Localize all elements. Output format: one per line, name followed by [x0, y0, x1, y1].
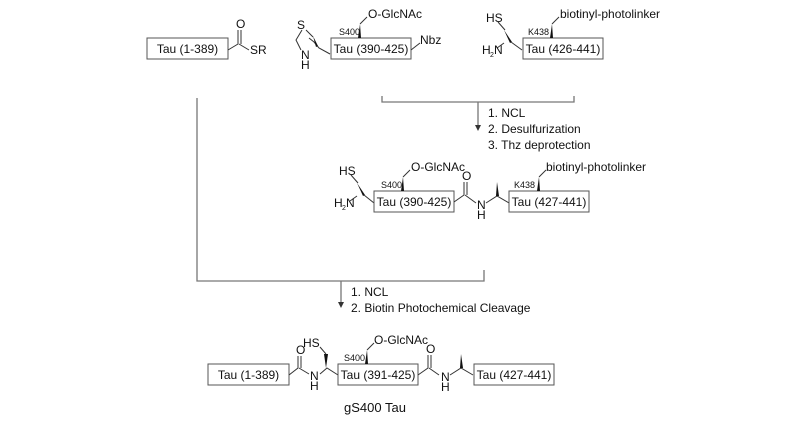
prod-tau-427-441-label: Tau (427-441) — [477, 368, 552, 382]
prod-tau-427-441-box — [473, 363, 555, 386]
int-k438-wedge — [537, 177, 540, 191]
int-amide-n: N — [477, 198, 486, 212]
prod-thiol-hs: HS — [303, 336, 320, 350]
prod-amide1-n: N — [310, 369, 319, 383]
k438-site-label: K438 — [528, 27, 549, 37]
step2-condition-2: 2. Biotin Photochemical Cleavage — [351, 301, 531, 315]
thz-stereo-wedge — [313, 36, 318, 47]
int-ala-backbone — [485, 195, 510, 204]
int-amine-n: N — [346, 196, 355, 210]
int-amide-o: O — [462, 169, 471, 183]
prod-o-glcnac-label: O-GlcNAc — [374, 333, 428, 347]
biotinyl-photolinker-label: biotinyl-photolinker — [560, 7, 660, 21]
o-glcnac-label: O-GlcNAc — [368, 7, 422, 21]
reactant-tau-390-425: S N H Tau (390-425) S400 O-GlcNAc Nbz — [295, 7, 441, 72]
int-o-glcnac-label: O-GlcNAc — [411, 160, 465, 174]
thiol-hs-label: HS — [486, 11, 503, 25]
thz-nitrogen: N — [301, 48, 310, 62]
thiol-bond — [497, 21, 506, 31]
product-gs400-tau: Tau (1-389) O N H HS Tau (391-425) S400 … — [207, 333, 555, 394]
thz-hydrogen: H — [301, 58, 310, 72]
s400-wedge — [358, 24, 361, 38]
int-cys-backbone — [349, 194, 375, 204]
biotinyl-bond — [551, 16, 560, 25]
int-amide-bonds — [453, 182, 477, 204]
thioester-bonds — [227, 30, 250, 51]
tau-426-441-label: Tau (426-441) — [526, 42, 601, 56]
int-tau-427-441-box — [508, 190, 590, 213]
cys-backbone-bonds — [496, 41, 523, 51]
prod-cys-wedge — [324, 354, 328, 368]
tau-1-389-box — [146, 37, 229, 60]
prod-thiol-bond — [319, 346, 327, 355]
nbz-label: Nbz — [420, 33, 441, 47]
intermediate-peptide: HS H 2 N Tau (390-425) S400 O-GlcNAc O N… — [334, 160, 646, 222]
thioester-sr-label: SR — [250, 43, 267, 57]
int-s400-wedge — [401, 177, 404, 191]
prod-tau-1-389-label: Tau (1-389) — [218, 368, 279, 382]
prod-glcnac-bond — [366, 342, 375, 351]
glcnac-bond — [359, 16, 368, 25]
prod-amide1-h: H — [310, 379, 319, 393]
int-glcnac-bond — [402, 169, 411, 178]
prod-amide2-bonds — [417, 355, 440, 376]
step2-arrow-head-icon — [338, 302, 344, 308]
step2-condition-1: 1. NCL — [351, 285, 389, 299]
carbonyl-oxygen: O — [236, 17, 245, 31]
amine-subscript: 2 — [490, 52, 494, 59]
prod-amide1-o: O — [296, 343, 305, 357]
int-thiol-hs: HS — [339, 164, 356, 178]
prod-ala-backbone — [449, 367, 474, 376]
prod-cys-backbone — [319, 367, 339, 376]
prod-tau-391-425-label: Tau (391-425) — [341, 368, 416, 382]
int-ala-wedge — [496, 182, 499, 196]
thz-sulfur: S — [297, 18, 305, 32]
int-biotinyl-photolinker-label: biotinyl-photolinker — [546, 160, 646, 174]
prod-amide2-h: H — [441, 380, 450, 394]
step1-bracket[interactable] — [381, 96, 575, 103]
int-biotinyl-bond — [538, 169, 547, 178]
amine-n: N — [494, 43, 503, 57]
int-amine-h: H — [334, 196, 343, 210]
int-amine-sub: 2 — [342, 205, 346, 212]
product-name: gS400 Tau — [344, 400, 406, 415]
step1-arrow-head-icon — [475, 125, 481, 131]
prod-amide2-o: O — [426, 342, 435, 356]
tau-1-389-label: Tau (1-389) — [157, 42, 218, 56]
tau-390-425-box — [330, 37, 412, 60]
step2-bracket[interactable] — [196, 98, 485, 282]
step1-condition-2: 2. Desulfurization — [488, 122, 581, 136]
int-thiol-bond — [350, 174, 359, 184]
int-cys-wedge — [357, 183, 365, 196]
step1-condition-3: 3. Thz deprotection — [488, 138, 591, 152]
step1-condition-1: 1. NCL — [488, 106, 526, 120]
int-tau-427-441-label: Tau (427-441) — [512, 195, 587, 209]
prod-s400-wedge — [365, 350, 368, 364]
cys-wedge — [504, 30, 512, 43]
amine-h: H — [482, 43, 491, 57]
reactant-tau-1-389: Tau (1-389) O SR — [146, 17, 267, 60]
s400-site-label: S400 — [339, 27, 360, 37]
int-s400-label: S400 — [381, 180, 402, 190]
int-tau-390-425-label: Tau (390-425) — [377, 195, 452, 209]
nbz-bond — [410, 42, 421, 51]
int-k438-label: K438 — [514, 180, 535, 190]
prod-ala-wedge — [460, 354, 463, 368]
reactant-tau-426-441: HS H 2 N Tau (426-441) K438 biotinyl-pho… — [482, 7, 660, 60]
prod-s400-label: S400 — [344, 353, 365, 363]
tau-390-425-label: Tau (390-425) — [334, 42, 409, 56]
tau-426-441-box — [522, 37, 604, 60]
int-amide-h: H — [477, 208, 486, 222]
k438-wedge — [550, 24, 553, 38]
prod-amide1-bonds — [288, 356, 310, 376]
prod-amide2-n: N — [441, 370, 450, 384]
